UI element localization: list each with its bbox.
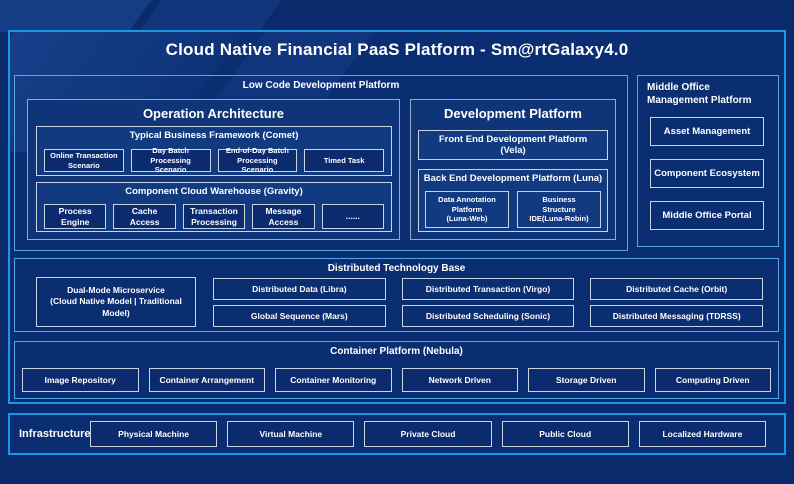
container-items-row: Image Repository Container Arrangement C…	[22, 368, 771, 392]
container-platform-section: Container Platform (Nebula) Image Reposi…	[14, 341, 779, 399]
component-cloud-warehouse-box: Component Cloud Warehouse (Gravity) Proc…	[36, 182, 392, 232]
distributed-column: Distributed Data (Libra) Global Sequence…	[213, 278, 386, 327]
luna-item-line: (Luna-Web)	[446, 214, 488, 224]
distributed-item: Distributed Transaction (Virgo)	[401, 278, 575, 300]
container-item: Storage Driven	[528, 368, 645, 392]
gravity-item: Cache Access	[113, 204, 176, 229]
comet-items-row: Online Transaction Scenario Day Batch Pr…	[44, 146, 384, 174]
container-item: Network Driven	[401, 368, 518, 392]
middle-office-item: Middle Office Portal	[650, 201, 764, 230]
component-cloud-warehouse-title: Component Cloud Warehouse (Gravity)	[125, 186, 303, 197]
middle-office-platform-label: Middle Office Management Platform	[647, 82, 752, 106]
distributed-item: Distributed Messaging (TDRSS)	[590, 305, 764, 327]
container-item: Container Arrangement	[148, 368, 265, 392]
comet-item: End-of-Day Batch Processing Scenario	[217, 146, 298, 174]
luna-item-line: Structure	[542, 204, 576, 214]
infrastructure-item: Physical Machine	[90, 421, 218, 447]
luna-item: Business Structure IDE(Luna-Robin)	[517, 191, 601, 228]
middle-office-item: Asset Management	[650, 117, 764, 146]
back-end-platform-title: Back End Development Platform (Luna)	[423, 173, 603, 184]
low-code-platform-label: Low Code Development Platform	[242, 80, 400, 91]
infrastructure-item: Private Cloud	[364, 421, 492, 447]
back-end-platform-box: Back End Development Platform (Luna) Dat…	[418, 169, 608, 232]
infrastructure-item: Public Cloud	[501, 421, 629, 447]
infrastructure-item: Localized Hardware	[638, 421, 767, 447]
gravity-item: Transaction Processing	[182, 204, 246, 229]
luna-item: Data Annotation Platform (Luna-Web)	[425, 191, 509, 228]
development-platform-box: Development Platform Front End Developme…	[410, 99, 616, 240]
distributed-item: Distributed Data (Libra)	[213, 278, 386, 300]
gravity-items-row: Process Engine Cache Access Transaction …	[44, 204, 385, 229]
infrastructure-label: Infrastructure	[19, 428, 91, 440]
microservice-line: Dual-Mode Microservice	[67, 285, 165, 296]
distributed-technology-base-label: Distributed Technology Base	[327, 263, 466, 274]
operation-architecture-box: Operation Architecture Typical Business …	[27, 99, 400, 240]
microservice-line: (Cloud Native Model | Traditional Model)	[50, 296, 182, 318]
comet-item: Day Batch Processing Scenario	[130, 146, 211, 174]
distributed-item: Global Sequence (Mars)	[213, 305, 386, 327]
gravity-item: Message Access	[252, 204, 315, 229]
infrastructure-items-row: Physical Machine Virtual Machine Private…	[90, 421, 767, 447]
typical-business-framework-title: Typical Business Framework (Comet)	[129, 130, 299, 141]
distributed-technology-base-section: Distributed Technology Base Dual-Mode Mi…	[14, 258, 779, 332]
distributed-columns: Distributed Data (Libra) Global Sequence…	[213, 278, 764, 327]
typical-business-framework-box: Typical Business Framework (Comet) Onlin…	[36, 126, 392, 176]
comet-item: Online Transaction Scenario	[44, 149, 124, 172]
infrastructure-item: Virtual Machine	[227, 421, 355, 447]
luna-items-row: Data Annotation Platform (Luna-Web) Busi…	[425, 191, 601, 228]
front-end-platform-box: Front End Development Platform (Vela)	[418, 130, 608, 160]
dual-mode-microservice-box: Dual-Mode Microservice (Cloud Native Mod…	[36, 277, 196, 327]
distributed-column: Distributed Cache (Orbit) Distributed Me…	[590, 278, 764, 327]
middle-office-item: Component Ecosystem	[650, 159, 764, 188]
container-item: Container Monitoring	[275, 368, 392, 392]
low-code-platform-section: Low Code Development Platform Operation …	[14, 75, 628, 251]
distributed-column: Distributed Transaction (Virgo) Distribu…	[401, 278, 575, 327]
comet-item: Timed Task	[304, 149, 384, 172]
operation-architecture-title: Operation Architecture	[142, 106, 285, 121]
luna-item-line: IDE(Luna-Robin)	[529, 214, 589, 224]
middle-office-platform-section: Middle Office Management Platform Asset …	[637, 75, 779, 247]
gravity-item: Process Engine	[44, 204, 107, 229]
diagonal-accent	[0, 0, 152, 32]
luna-item-line: Data Annotation	[438, 194, 496, 204]
luna-item-line: Business	[542, 194, 576, 204]
container-item: Image Repository	[22, 368, 139, 392]
infrastructure-section: Infrastructure Physical Machine Virtual …	[8, 413, 786, 455]
distributed-item: Distributed Scheduling (Sonic)	[401, 305, 575, 327]
luna-item-line: Platform	[451, 204, 483, 214]
diagonal-accent	[138, 0, 282, 32]
page-title: Cloud Native Financial PaaS Platform - S…	[165, 40, 629, 59]
gravity-item: ......	[321, 204, 385, 229]
development-platform-title: Development Platform	[444, 106, 582, 121]
container-platform-label: Container Platform (Nebula)	[330, 346, 463, 357]
container-item: Computing Driven	[654, 368, 771, 392]
main-panel: Cloud Native Financial PaaS Platform - S…	[8, 30, 786, 404]
distributed-item: Distributed Cache (Orbit)	[590, 278, 764, 300]
